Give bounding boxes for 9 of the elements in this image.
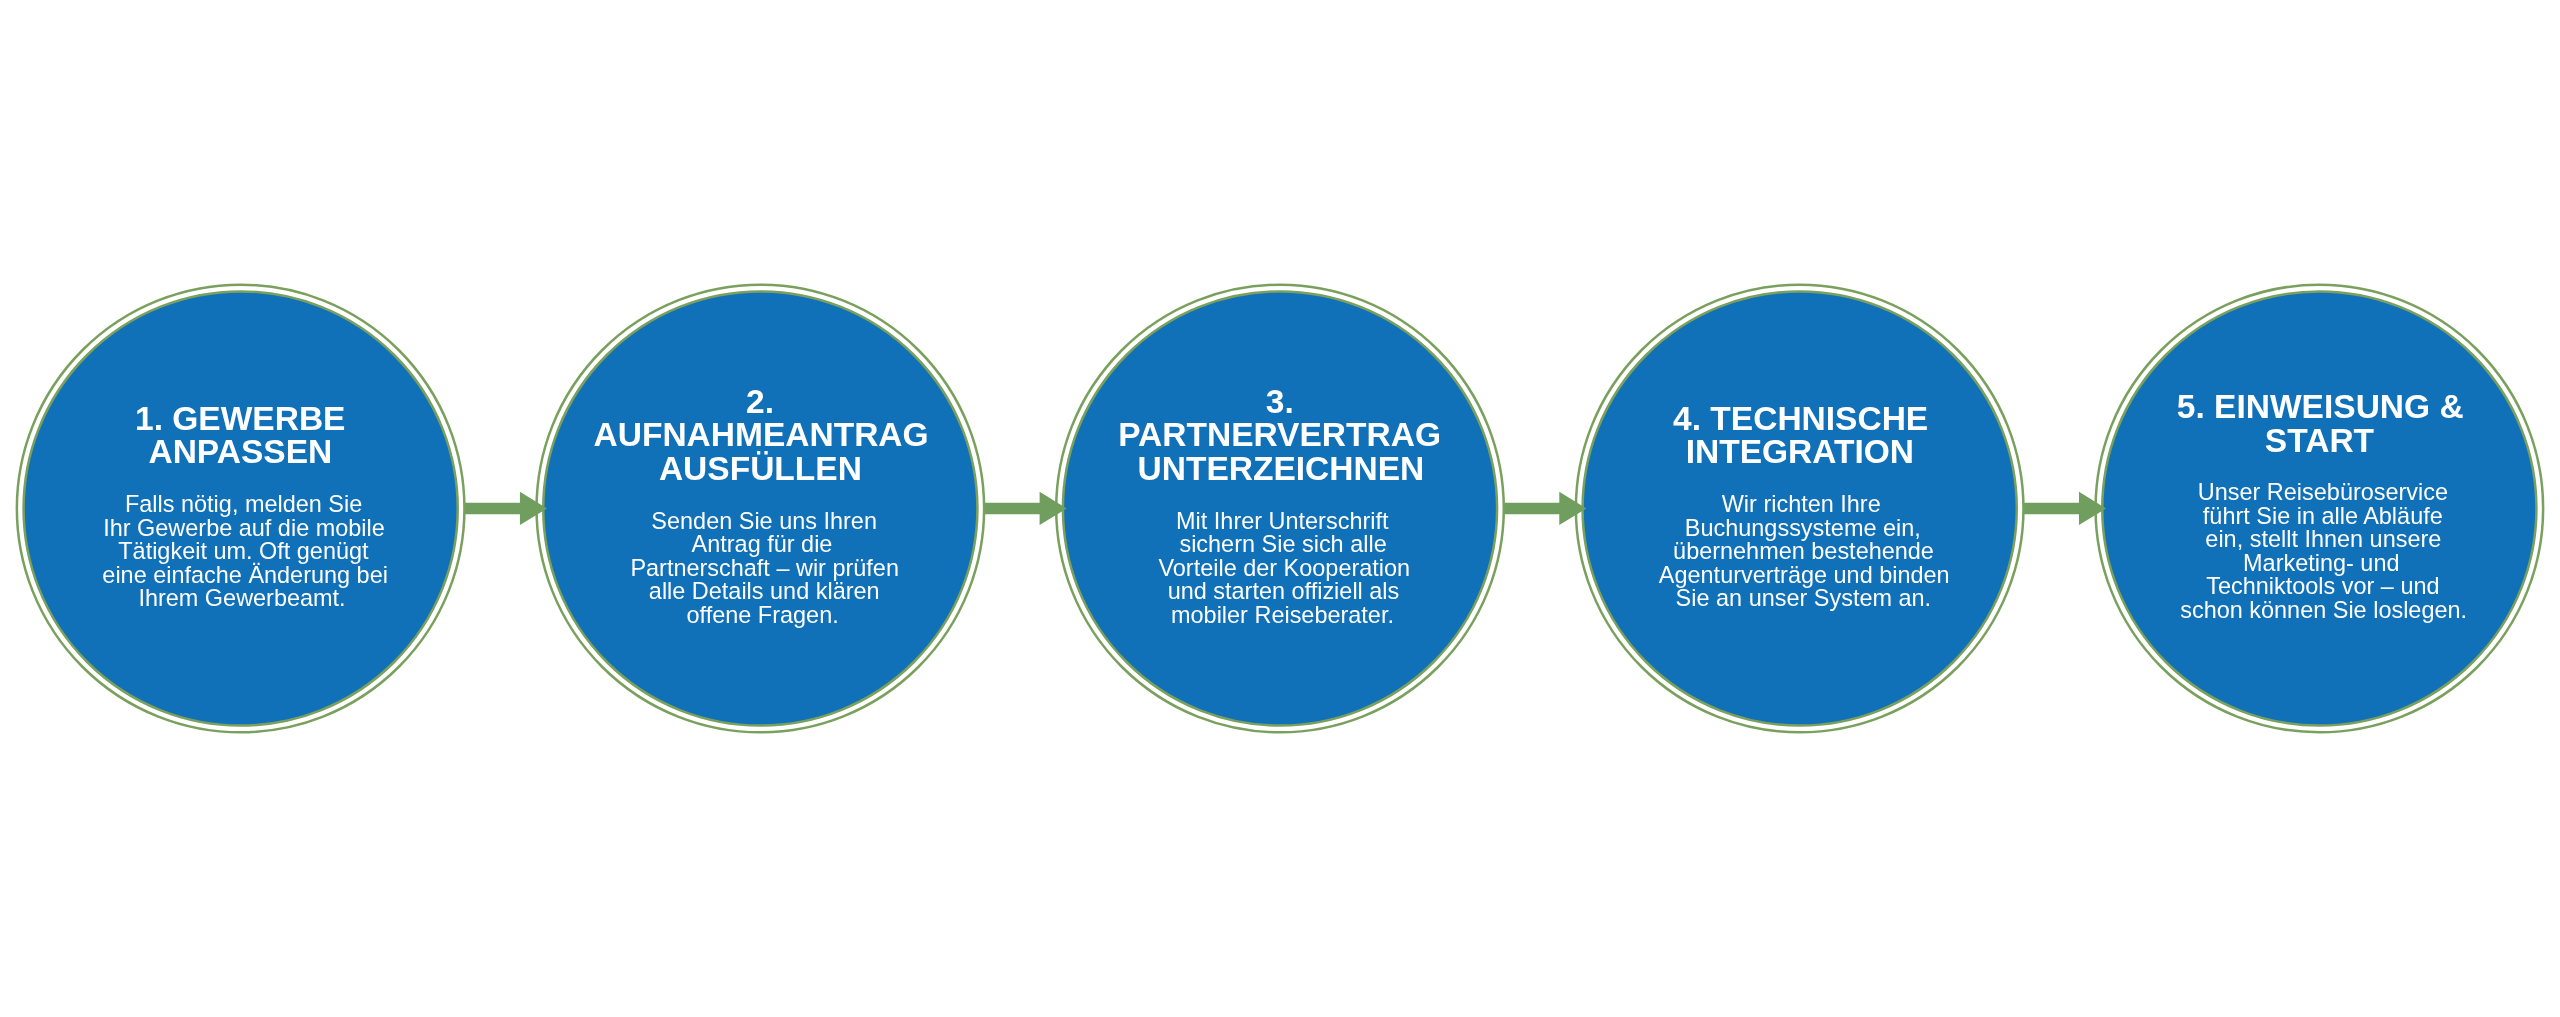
node-circle: 1. GEWERBE ANPASSEN Falls nötig, melden Sie Ihr Gewerbe auf die mobile Tätigkeit um. Oft genügt eine einfache Änderung bei Ihrem Gewerbeamt. (15, 283, 466, 734)
arrow (1504, 491, 1587, 526)
node-circle: 5. EINWEISUNG & START Unser Reisebüroservice führt Sie in alle Abläufe ein, stellt Ihnen unsere Marketing- und Techniktools vor – und schon können Sie loslegen. (2094, 283, 2545, 734)
node-circle: 3. PARTNERVERTRAG UNTERZEICHNEN Mit Ihrer Unterschrift sichern Sie sich alle Vorteile der Kooperation und starten offiziell als mobiler Reiseberater. (1054, 283, 1506, 734)
node-circle: 2. AUFNAHMEANTRAG AUSFÜLLEN Senden Sie uns Ihren Antrag für die Partnerschaft – wir prüfen alle Details und klären offene Fragen. (535, 283, 986, 734)
arrow (2024, 491, 2107, 526)
arrow (984, 491, 1067, 526)
arrow (465, 491, 548, 526)
node-circle: 4. TECHNISCHE INTEGRATION Wir richten Ihre Buchungssysteme ein, übernehmen bestehende Agenturverträge und binden Sie an unser System an. (1574, 283, 2025, 734)
